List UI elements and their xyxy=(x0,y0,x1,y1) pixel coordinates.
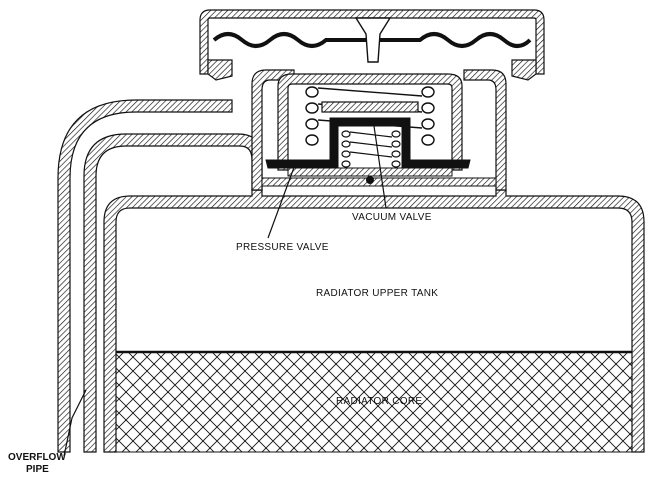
pressure-valve-gasket-right xyxy=(401,151,471,169)
upper-tank-wall xyxy=(103,189,645,453)
stem-rivet xyxy=(366,176,374,184)
overflow-pipe xyxy=(57,99,233,453)
radiator-core xyxy=(115,351,633,453)
cap-lug-left xyxy=(207,59,233,81)
overflow-leader xyxy=(63,389,87,457)
pressure-valve-gasket xyxy=(265,151,339,169)
label-radiator-upper-tank: RADIATOR UPPER TANK xyxy=(316,288,438,299)
neck-seat xyxy=(261,177,497,187)
valve-plate xyxy=(287,167,453,177)
label-overflow-line2: PIPE xyxy=(26,464,49,475)
vacuum-spring xyxy=(341,130,401,168)
label-radiator-core: RADIATOR CORE xyxy=(336,396,422,407)
pressure-spring xyxy=(305,86,435,146)
label-vacuum-valve: VACUUM VALVE xyxy=(352,212,432,223)
vacuum-valve-leader xyxy=(373,125,387,209)
cap-center-rivet xyxy=(354,17,392,63)
spring-retainer xyxy=(321,101,419,113)
label-overflow-line1: OVERFLOW xyxy=(8,452,66,463)
pressure-valve-leader xyxy=(267,161,297,239)
cap-lug-right xyxy=(511,59,537,81)
filler-neck-right xyxy=(463,69,507,191)
label-pressure-valve: PRESSURE VALVE xyxy=(236,242,329,253)
